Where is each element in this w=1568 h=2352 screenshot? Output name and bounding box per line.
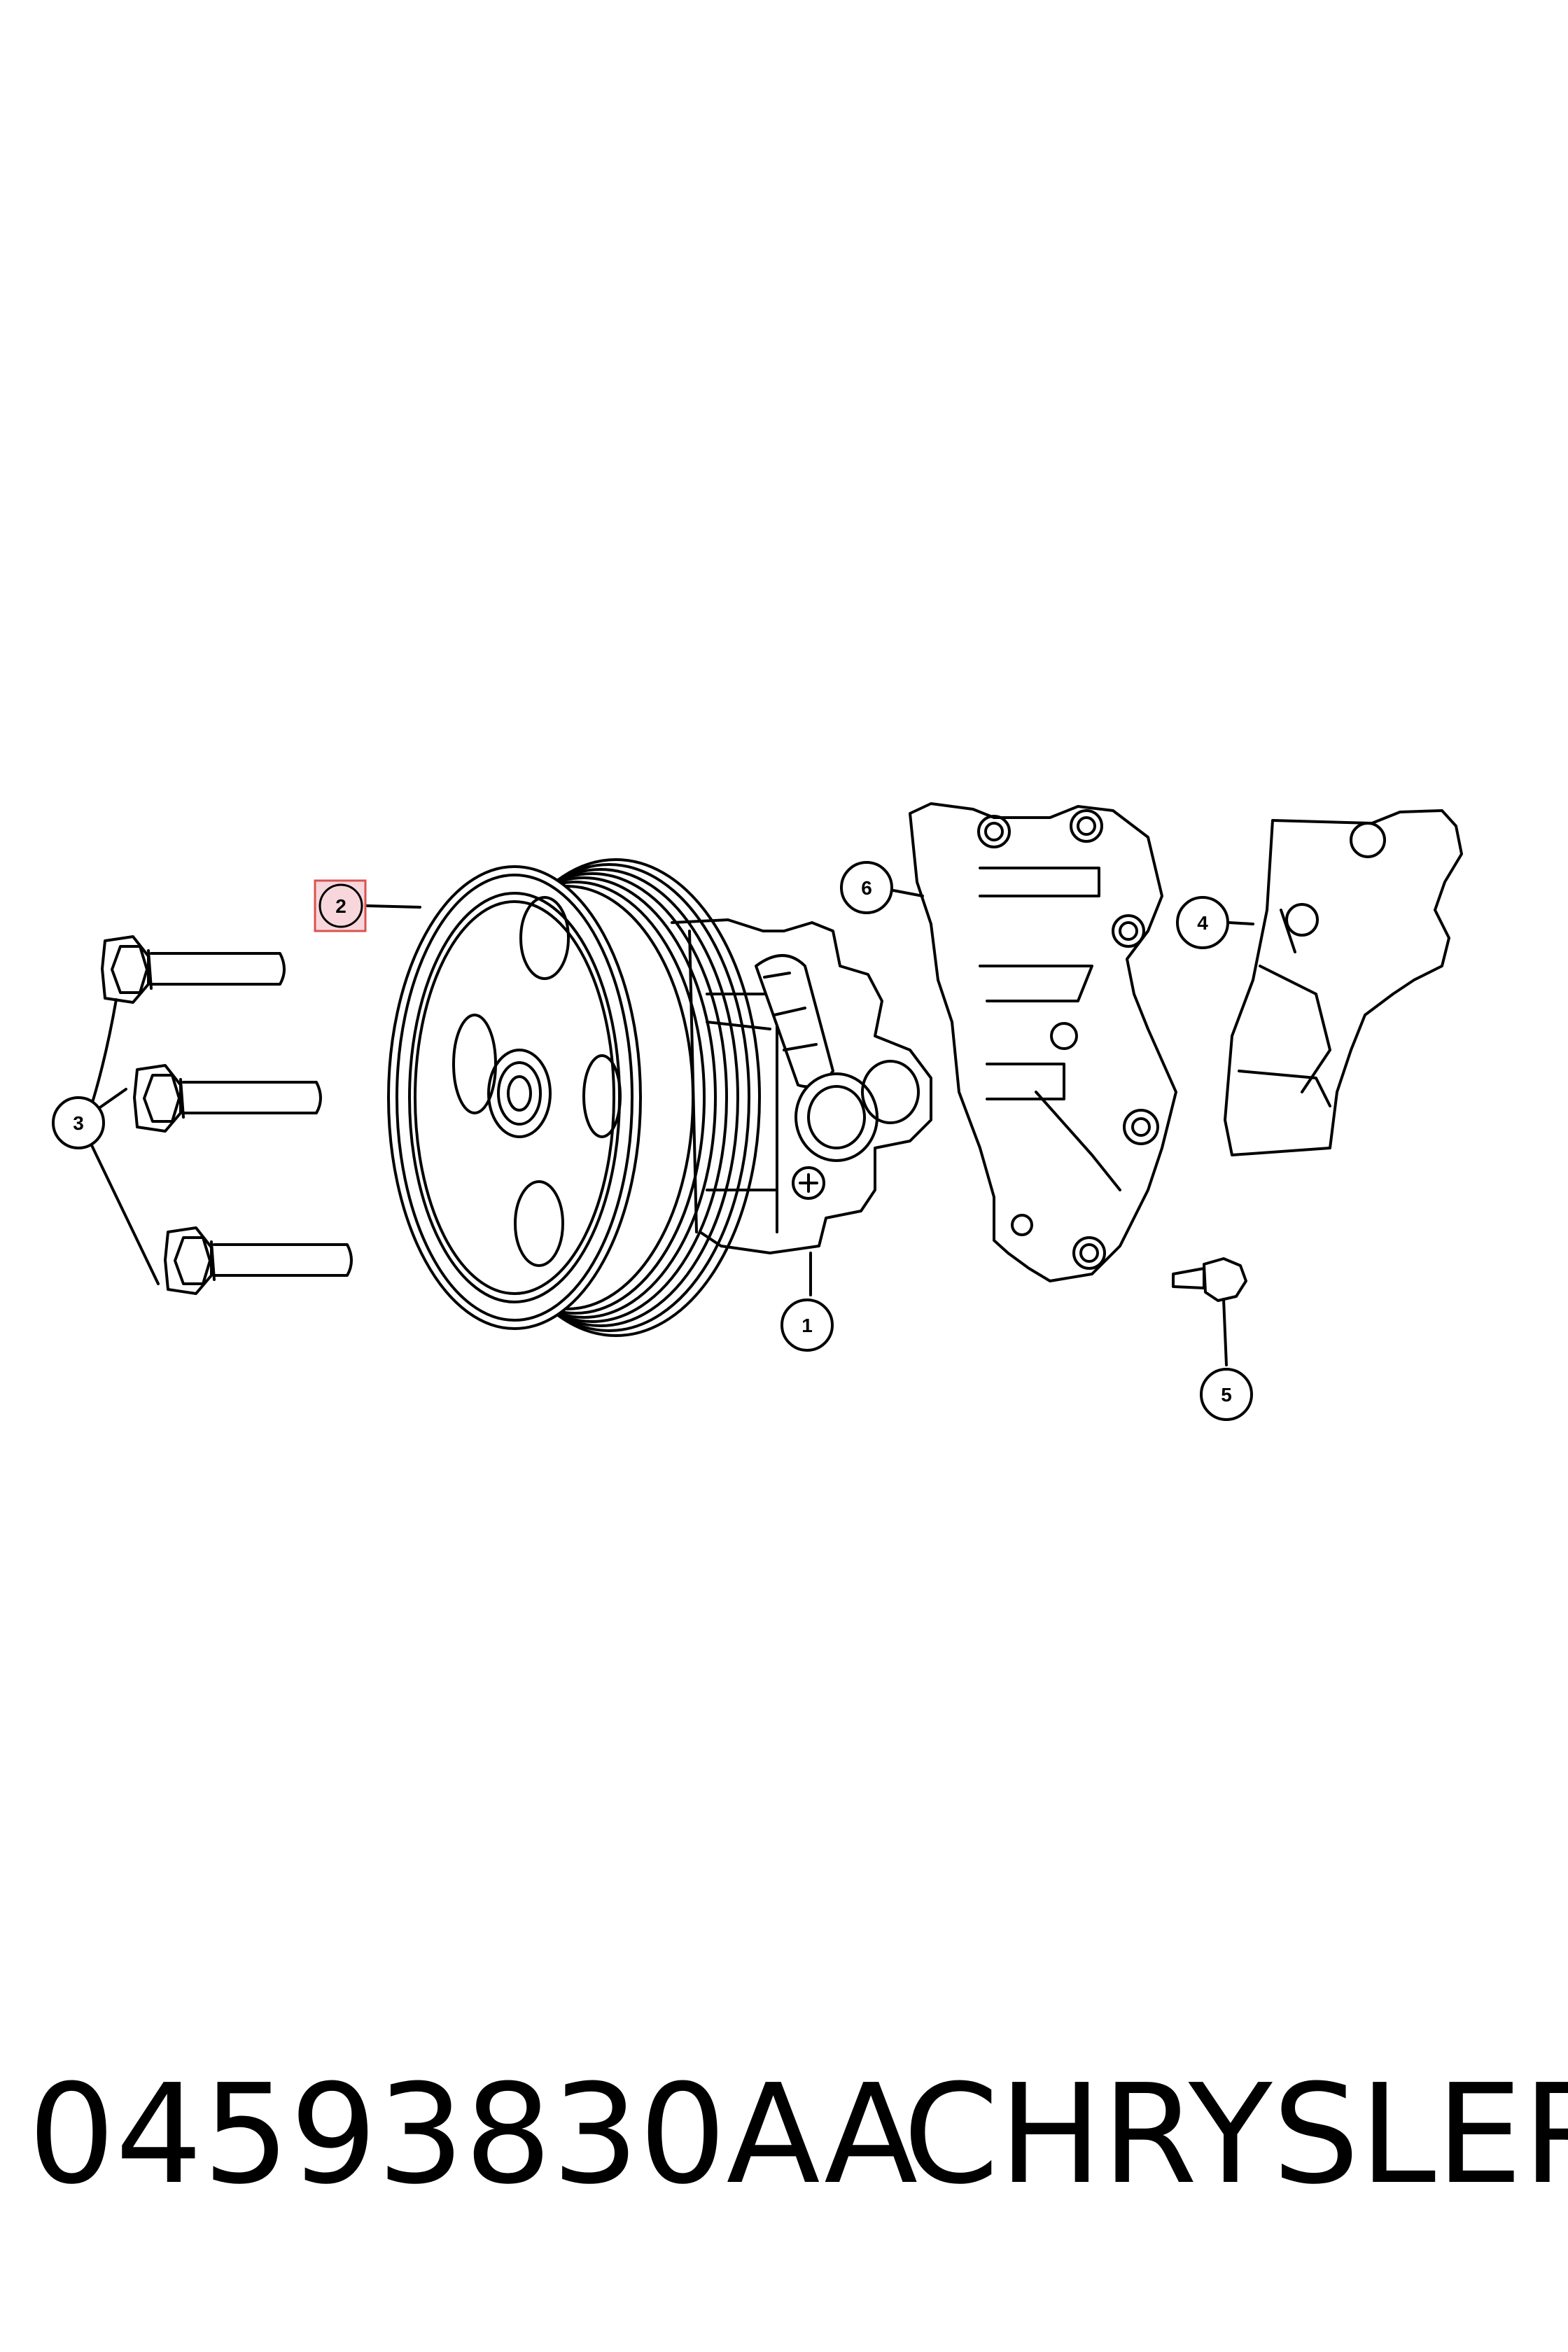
heat-shield	[1224, 809, 1463, 1156]
callout-1[interactable]: 1	[780, 1298, 834, 1352]
callout-1-label: 1	[802, 1315, 813, 1336]
callout-4-label: 4	[1197, 912, 1208, 934]
callout-5[interactable]: 5	[1200, 1368, 1253, 1421]
mounting-bracket	[892, 802, 1177, 1282]
callout-2[interactable]: 2	[314, 879, 367, 932]
pulley	[387, 858, 761, 1337]
callout-6[interactable]: 6	[840, 861, 893, 914]
callout-5-label: 5	[1221, 1384, 1232, 1406]
callout-2-label: 2	[335, 895, 346, 917]
leader-line-3b	[97, 1088, 127, 1110]
bolt-top	[101, 935, 286, 1004]
power-steering-pump	[671, 918, 932, 1296]
callout-6-label: 6	[861, 877, 872, 899]
leader-line-2	[365, 904, 421, 909]
stud-bolt	[1172, 1257, 1247, 1366]
bolt-bottom	[164, 1226, 353, 1295]
callout-3[interactable]: 3	[52, 1096, 105, 1149]
leader-line-3c	[88, 1140, 160, 1285]
callout-3-label: 3	[73, 1112, 84, 1134]
part-number-caption: 04593830AA	[28, 2055, 918, 2215]
callout-4[interactable]: 4	[1176, 896, 1229, 949]
bolt-middle	[133, 1064, 322, 1133]
brand-caption: CHRYSLER	[903, 2055, 1568, 2215]
